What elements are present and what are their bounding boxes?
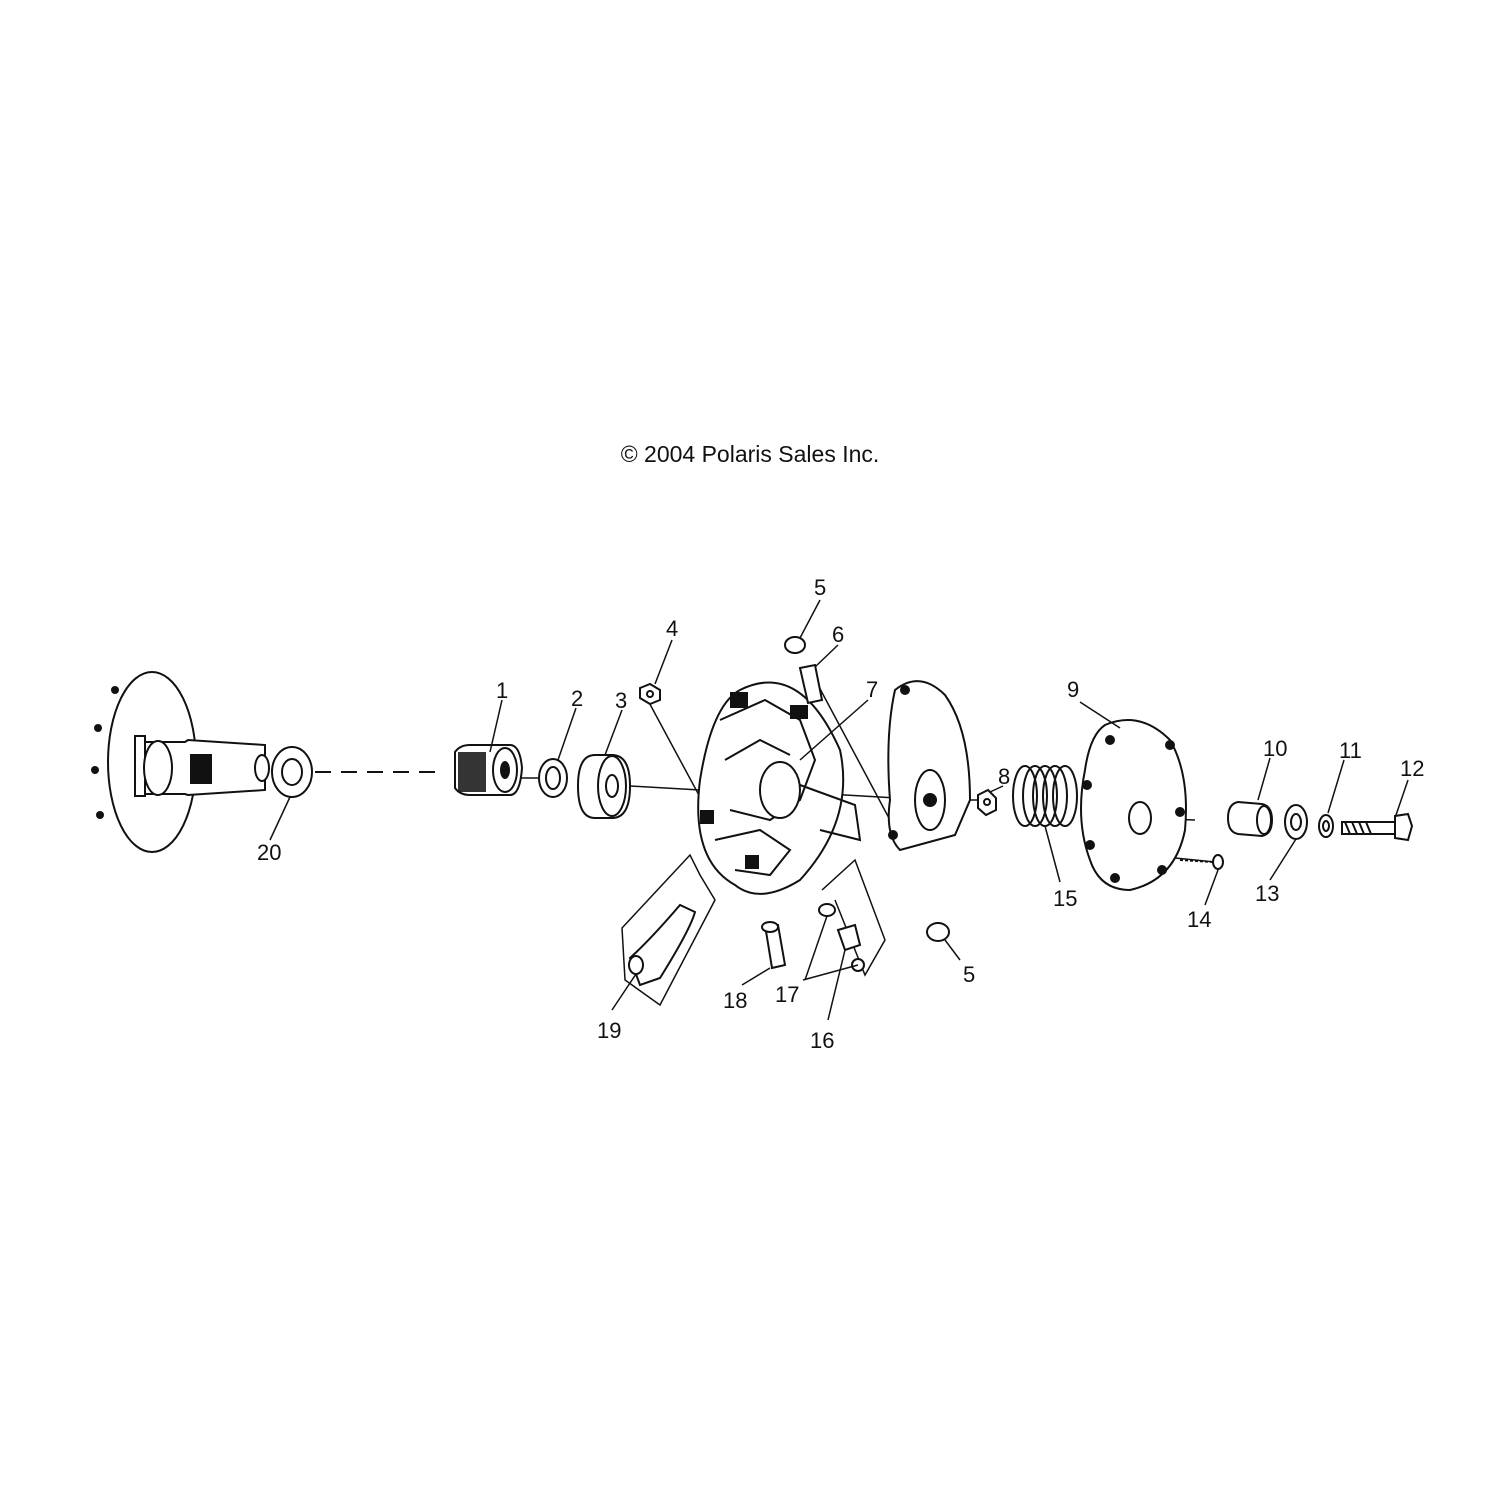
callout-17: 17 (775, 982, 799, 1007)
bolt-12 (1341, 812, 1414, 842)
callout-10: 10 (1263, 736, 1287, 761)
callout-9: 9 (1067, 677, 1079, 702)
callout-2: 2 (571, 686, 583, 711)
callout-18: 18 (723, 988, 747, 1013)
bushing-10 (1226, 800, 1274, 838)
leader-lines (269, 599, 1409, 1021)
pin-6 (798, 663, 824, 705)
washer-2 (538, 758, 568, 798)
callout-15: 15 (1053, 886, 1077, 911)
callout-6: 6 (832, 622, 844, 647)
button-5-bottom (926, 922, 950, 942)
spacer-3 (576, 754, 632, 819)
callout-16: 16 (810, 1028, 834, 1053)
bushing-assembly-1 (454, 744, 524, 796)
callout-11: 11 (1339, 738, 1362, 763)
clutch-housing-7 (697, 681, 862, 895)
nut-4 (639, 682, 661, 706)
callout-13: 13 (1255, 881, 1279, 906)
callout-1: 1 (496, 678, 508, 703)
callout-19: 19 (597, 1018, 621, 1043)
pin-18 (761, 921, 787, 970)
screw-14 (1179, 854, 1224, 870)
callout-4: 4 (666, 616, 678, 641)
lockwasher-11 (1318, 814, 1334, 838)
callout-14: 14 (1187, 907, 1211, 932)
washer-20 (271, 746, 313, 798)
callout-12: 12 (1400, 756, 1424, 781)
spring-15 (1012, 765, 1078, 827)
washer-13 (1284, 804, 1308, 840)
nut-8 (977, 788, 997, 817)
roller-assembly-16-17 (818, 858, 886, 977)
cover-9 (1080, 719, 1187, 892)
spider-arm (887, 680, 972, 852)
copyright-text: © 2004 Polaris Sales Inc. (620, 441, 880, 467)
callout-8: 8 (998, 764, 1010, 789)
callout-3: 3 (615, 688, 627, 713)
drive-sheave-with-shaft (91, 671, 270, 853)
callout-5-top: 5 (814, 575, 826, 600)
callout-7: 7 (866, 677, 878, 702)
callout-5-bottom: 5 (963, 962, 975, 987)
button-5-top (784, 636, 806, 654)
callout-labels: 1 2 3 4 5 6 7 8 9 10 11 12 13 14 15 16 1… (257, 575, 1424, 1053)
shoe-19 (621, 853, 716, 1007)
callout-20: 20 (257, 840, 281, 865)
